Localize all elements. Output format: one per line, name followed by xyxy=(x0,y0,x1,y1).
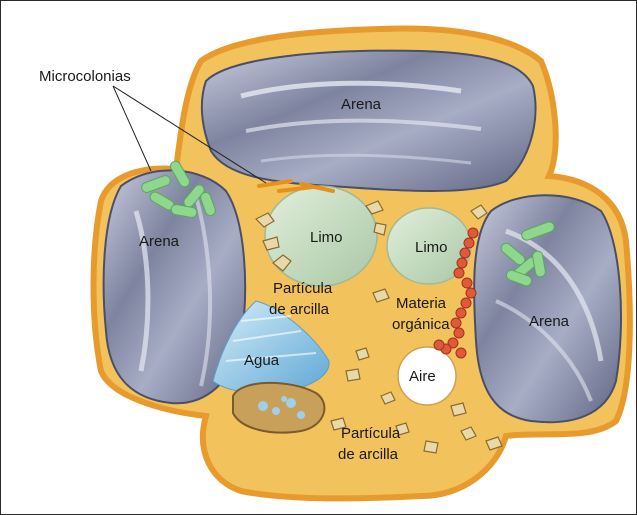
label-arcilla-top-1: Partícula xyxy=(273,280,333,297)
label-limo-right: Limo xyxy=(415,239,448,256)
organic-aggregate xyxy=(233,383,324,433)
label-limo-left: Limo xyxy=(310,229,343,246)
label-aire: Aire xyxy=(409,368,436,385)
label-arcilla-bottom-1: Partícula xyxy=(341,425,401,442)
label-arena-right: Arena xyxy=(529,313,570,330)
label-materia-2: orgánica xyxy=(392,316,450,333)
label-microcolonias: Microcolonias xyxy=(39,68,131,85)
label-arena-top: Arena xyxy=(341,96,382,113)
label-materia-1: Materia xyxy=(396,295,447,312)
label-arcilla-top-2: de arcilla xyxy=(269,301,330,318)
sand-grain-top xyxy=(202,51,536,191)
leader-line-left xyxy=(113,86,151,171)
label-agua: Agua xyxy=(244,352,280,369)
label-arena-left: Arena xyxy=(139,233,180,250)
label-arcilla-bottom-2: de arcilla xyxy=(338,446,399,463)
